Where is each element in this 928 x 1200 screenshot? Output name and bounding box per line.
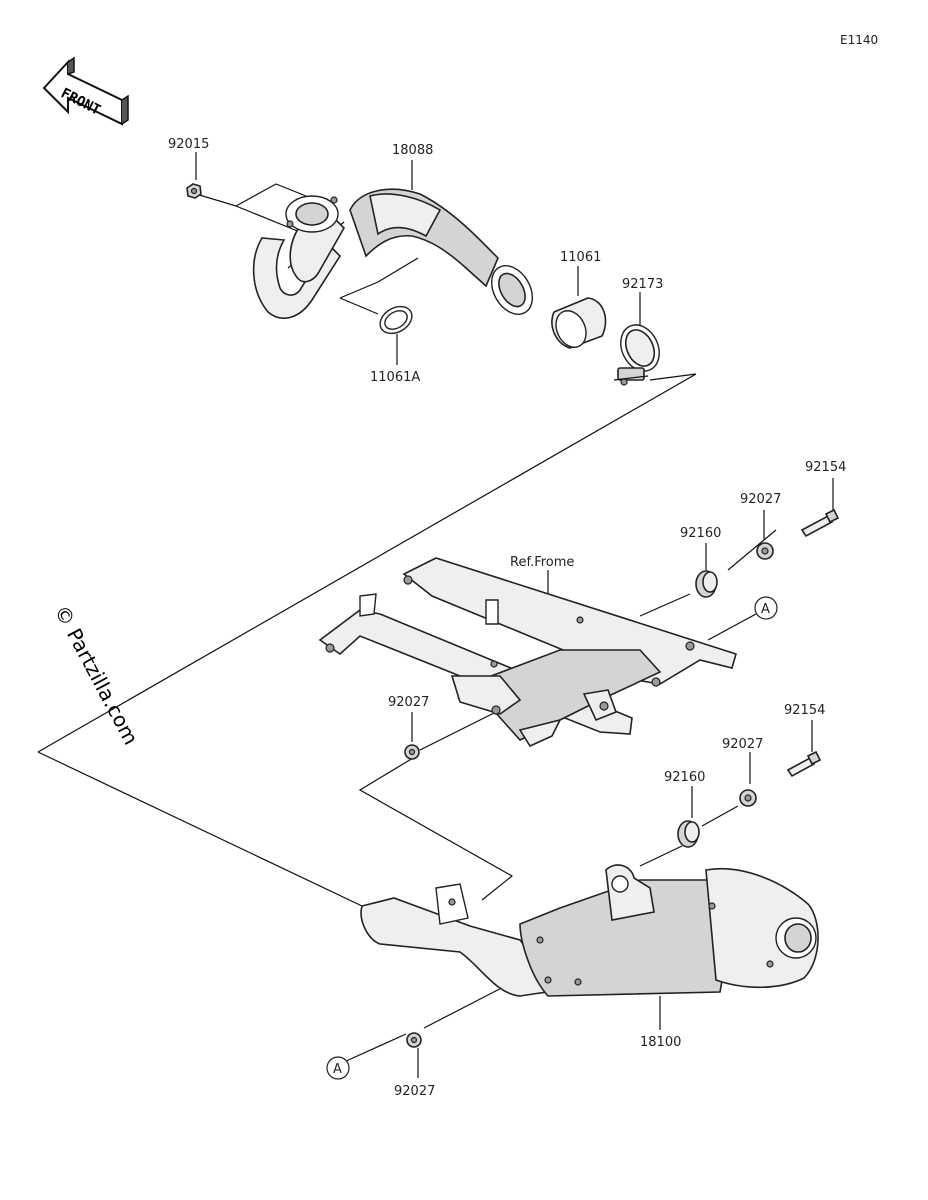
callout-18088: 18088	[392, 143, 433, 158]
grommet-92160-top	[695, 570, 718, 598]
grommet-92160-low	[677, 820, 700, 848]
bolt-92154-top	[800, 508, 840, 538]
marker-A-top: A	[754, 596, 778, 620]
callout-11061: 11061	[560, 250, 601, 265]
gasket-11061A	[379, 305, 413, 335]
callout-ref-frame: Ref.Frome	[510, 555, 574, 570]
washer-92027-top	[756, 542, 774, 560]
front-arrow-icon: FRONT	[42, 56, 129, 126]
callout-92027-low: 92027	[722, 737, 763, 752]
clamp-92173	[613, 324, 660, 386]
marker-A-bottom-text: A	[333, 1062, 342, 1077]
callout-92160-top: 92160	[680, 526, 721, 541]
callout-92027-bottom: 92027	[394, 1084, 435, 1099]
callout-92027-top: 92027	[740, 492, 781, 507]
muffler-18100	[360, 864, 819, 997]
callout-92027-mid: 92027	[388, 695, 429, 710]
bolt-92154-low	[786, 750, 822, 778]
header-pipe-18088	[252, 188, 533, 320]
nut-92015	[186, 183, 202, 199]
frame-leader-lines	[358, 478, 834, 901]
frame-ref	[318, 557, 737, 748]
diagram-code: E1140	[840, 33, 878, 47]
callout-labels: 92015 18088 11061 92173 11061A 92154 920…	[168, 137, 846, 1099]
callout-92160-low: 92160	[664, 770, 705, 785]
gasket-11061	[551, 297, 607, 349]
callout-92154-top: 92154	[805, 460, 846, 475]
washer-92027-mid	[404, 744, 420, 760]
washer-92027-low	[739, 789, 757, 807]
callout-92015: 92015	[168, 137, 209, 152]
marker-A-bottom: A	[326, 1056, 350, 1080]
marker-A-top-text: A	[761, 602, 770, 617]
callout-92154-low: 92154	[784, 703, 825, 718]
watermark: © Partzilla.com	[50, 601, 144, 749]
washer-92027-bottom	[406, 1032, 422, 1048]
callout-11061A: 11061A	[370, 370, 420, 385]
callout-92173: 92173	[622, 277, 663, 292]
callout-18100: 18100	[640, 1035, 681, 1050]
